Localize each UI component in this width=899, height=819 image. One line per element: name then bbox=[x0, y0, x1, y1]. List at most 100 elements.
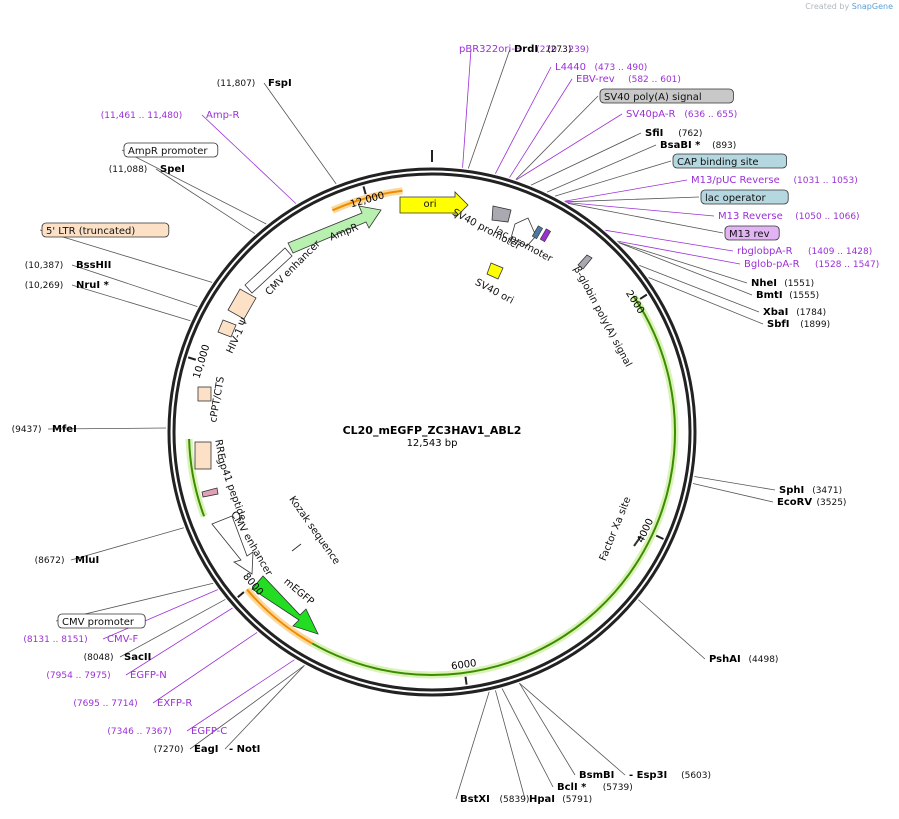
leader-line bbox=[509, 78, 573, 178]
snapgene-logo: SnapGene bbox=[851, 2, 893, 11]
enzyme-label: (5603)- Esp3I bbox=[629, 770, 711, 781]
label-range: (3525) bbox=[817, 498, 847, 508]
cppt-box bbox=[197, 386, 212, 402]
leader-line bbox=[617, 240, 741, 265]
label-name: EXFP-R bbox=[157, 698, 192, 709]
rre-box bbox=[194, 441, 212, 470]
label-name: SphI bbox=[779, 485, 804, 496]
label-name: SacII bbox=[124, 652, 151, 663]
leader-line bbox=[125, 607, 233, 676]
tick-label: 6000 bbox=[451, 658, 478, 672]
label-name: FspI bbox=[268, 78, 292, 89]
primer-label: (7346 .. 7367)EGFP-C bbox=[107, 726, 227, 737]
enzyme-label: (5839)BstXI bbox=[460, 794, 529, 805]
label-name: EagI bbox=[194, 744, 218, 755]
cap-site-box bbox=[531, 225, 544, 240]
sv40-ori-box bbox=[486, 262, 504, 280]
inner-feature-label: Kozak sequence bbox=[286, 494, 341, 566]
feature-arc bbox=[246, 588, 313, 645]
created-by-credit: Created by SnapGene bbox=[805, 2, 893, 11]
enzyme-label: (7270)EagI bbox=[154, 744, 219, 755]
leader-line bbox=[494, 66, 552, 174]
leader-line bbox=[71, 264, 198, 308]
label-name: BsaBI * bbox=[660, 140, 701, 151]
ltr-box bbox=[227, 288, 257, 320]
label-name: Amp-R bbox=[206, 110, 240, 121]
inner-feature-label: RRE bbox=[212, 439, 226, 461]
leader-line bbox=[71, 284, 191, 322]
label-name: SfiI bbox=[645, 128, 663, 139]
leader-line bbox=[224, 665, 305, 750]
leader-line bbox=[201, 114, 297, 204]
label-name: BssHII bbox=[76, 260, 111, 271]
label-name: EBV-rev bbox=[576, 74, 615, 85]
leader-line bbox=[648, 277, 764, 325]
label-name: CMV-F bbox=[107, 634, 138, 645]
tick-mark bbox=[187, 356, 197, 361]
label-name: EGFP-N bbox=[130, 670, 167, 681]
primer-label: (7954 .. 7975)EGFP-N bbox=[46, 670, 166, 681]
label-range: (1555) bbox=[789, 291, 819, 301]
label-name: HpaI bbox=[529, 794, 555, 805]
feature-label-box bbox=[724, 225, 780, 241]
label-name: SbfI bbox=[767, 319, 789, 330]
primer-label: (636 .. 655)SV40pA-R bbox=[626, 109, 737, 120]
label-range: (10,387) bbox=[25, 261, 64, 271]
enzyme-label: (5739)BclI * bbox=[557, 782, 633, 793]
leader-line bbox=[70, 527, 184, 561]
label-name: SpeI bbox=[160, 164, 185, 175]
primer-label: (7695 .. 7714)EXFP-R bbox=[73, 698, 192, 709]
plasmid-name: CL20_mEGFP_ZC3HAV1_ABL2 bbox=[343, 424, 522, 437]
leader-line bbox=[519, 683, 576, 776]
leader-line bbox=[186, 659, 295, 732]
feature-label: lac operator bbox=[700, 189, 789, 205]
label-range: (11,088) bbox=[109, 165, 148, 175]
label-name: - NotI bbox=[229, 744, 260, 755]
leader-line bbox=[618, 241, 748, 284]
enzyme-label: - NotI bbox=[229, 744, 260, 755]
leader-line bbox=[638, 599, 706, 660]
gp41-box bbox=[201, 487, 219, 498]
primer-label: (1528 .. 1547)Bglob-pA-R bbox=[744, 259, 879, 270]
kozak-mark bbox=[291, 543, 302, 552]
leader-line bbox=[189, 665, 305, 750]
cmv-enhancer-arrow bbox=[211, 515, 254, 575]
tick-mark bbox=[464, 676, 468, 685]
label-name: MfeI bbox=[52, 424, 77, 435]
leader-line bbox=[119, 599, 226, 658]
feature-label-text: CMV promoter bbox=[62, 617, 135, 628]
enzyme-label: (11,807)FspI bbox=[217, 78, 292, 89]
plasmid-length: 12,543 bp bbox=[407, 438, 458, 449]
leader-line bbox=[554, 160, 672, 197]
primer-label: (1031 .. 1053)M13/pUC Reverse bbox=[691, 175, 858, 186]
label-name: EGFP-C bbox=[191, 726, 227, 737]
feature-label-box bbox=[672, 153, 787, 169]
feature-label-box bbox=[700, 189, 789, 205]
label-name: BstXI bbox=[460, 794, 490, 805]
label-name: BsmBI bbox=[579, 770, 614, 781]
feature-label-text: 5' LTR (truncated) bbox=[46, 226, 135, 237]
label-name: NruI * bbox=[76, 280, 110, 291]
label-range: (8131 .. 8151) bbox=[23, 635, 87, 645]
label-range: (762) bbox=[678, 129, 702, 139]
feature-label-text: M13 rev bbox=[729, 229, 770, 240]
inner-feature-label: SV40 ori bbox=[473, 277, 515, 306]
primer-label: (8131 .. 8151) CMV-F bbox=[23, 634, 138, 645]
label-range: (5739) bbox=[603, 783, 633, 793]
leader-line bbox=[455, 691, 490, 800]
inner-feature-label: Factor Xa site bbox=[598, 495, 634, 562]
primer-label: (473 .. 490)L4440 bbox=[555, 62, 647, 73]
label-range: (582 .. 601) bbox=[628, 75, 681, 85]
label-range: (220 .. 239) bbox=[536, 45, 589, 55]
inner-feature-label: ori bbox=[423, 199, 436, 210]
label-name: XbaI bbox=[763, 307, 788, 318]
leader-line bbox=[155, 168, 256, 234]
inner-feature-label: SV40 promoter bbox=[450, 207, 523, 253]
feature-label-box bbox=[599, 88, 734, 104]
feature-label-box bbox=[123, 142, 219, 158]
label-range: (1409 .. 1428) bbox=[808, 247, 872, 257]
tick-mark bbox=[639, 293, 648, 300]
feature-arc bbox=[331, 189, 403, 212]
label-name: MluI bbox=[75, 555, 99, 566]
